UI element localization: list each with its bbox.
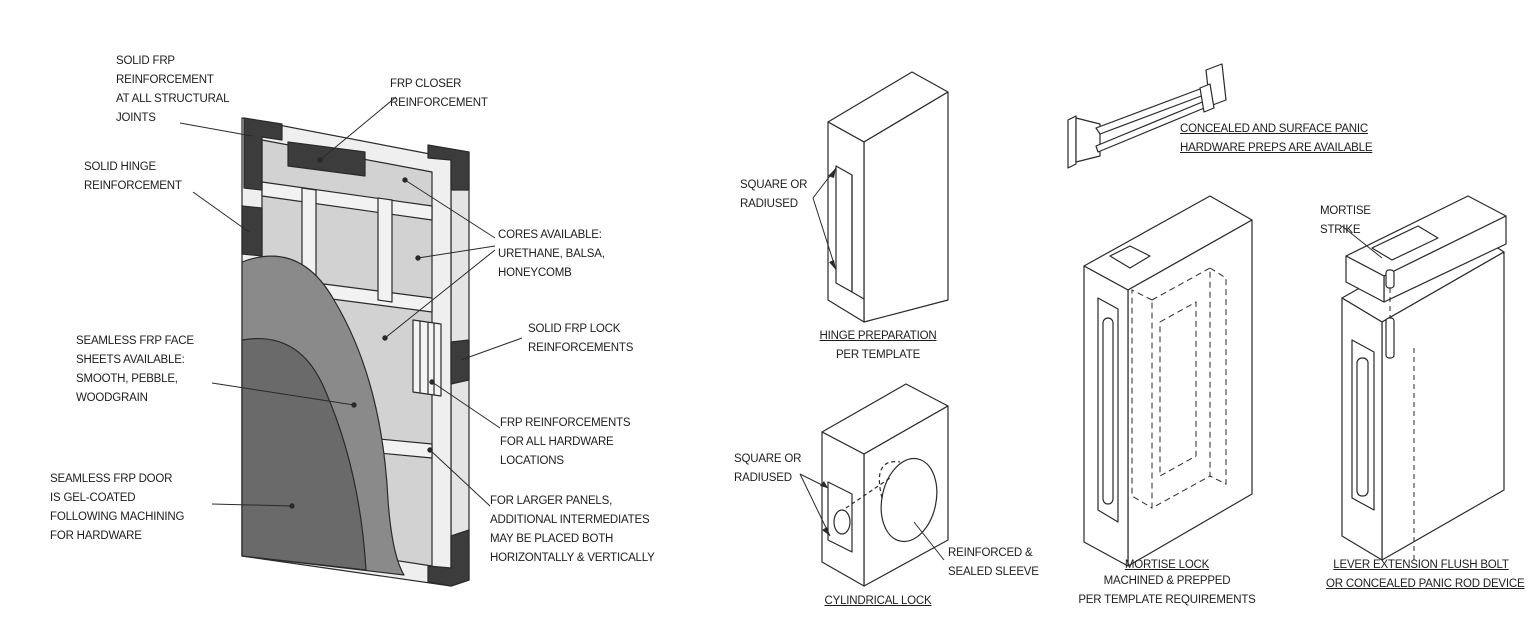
door-cutaway xyxy=(241,117,470,587)
mortise-hidden-cavity xyxy=(1131,267,1227,509)
label-hinge-reinforcement: SOLID HINGE REINFORCEMENT xyxy=(84,161,182,192)
label-face-sheets: SEAMLESS FRP FACE SHEETS AVAILABLE: SMOO… xyxy=(76,335,194,404)
left-leader-lines xyxy=(179,96,523,509)
flush-bolt-block xyxy=(1341,195,1507,561)
label-cylindrical-square: SQUARE OR RADIUSED xyxy=(734,453,802,484)
label-structural-joints: SOLID FRP REINFORCEMENT AT ALL STRUCTURA… xyxy=(116,55,230,124)
label-closer-reinforcement: FRP CLOSER REINFORCEMENT xyxy=(390,78,488,109)
caption-hinge-preparation: HINGE PREPARATION xyxy=(819,330,937,342)
caption-per-template: PER TEMPLATE xyxy=(835,349,921,361)
label-reinforced-sleeve: REINFORCED & SEALED SLEEVE xyxy=(948,547,1039,578)
corner-block-bottom-right xyxy=(427,529,470,587)
hinge-reinforcement xyxy=(241,205,263,257)
stile-right xyxy=(377,197,393,303)
flush-bolt-hidden-rod xyxy=(1389,288,1415,560)
mortise-lock-block xyxy=(1083,195,1253,567)
label-lock-reinforcements: SOLID FRP LOCK REINFORCEMENTS xyxy=(528,323,634,354)
label-cores-available: CORES AVAILABLE: URETHANE, BALSA, HONEYC… xyxy=(498,229,605,279)
label-gel-coated-door: SEAMLESS FRP DOOR IS GEL-COATED FOLLOWIN… xyxy=(50,473,185,542)
corner-block-top-left xyxy=(243,117,283,191)
face-sheet-inner xyxy=(241,338,367,571)
lock-reinforcement-edge xyxy=(450,339,470,385)
label-mortise-strike: MORTISE STRIKE xyxy=(1320,205,1371,236)
caption-panic-hardware: CONCEALED AND SURFACE PANIC HARDWARE PRE… xyxy=(1180,123,1373,154)
label-hinge-square: SQUARE OR RADIUSED xyxy=(740,179,808,210)
panic-bar-hardware xyxy=(1067,63,1227,169)
strike-leader xyxy=(1341,225,1383,259)
closer-reinforcement xyxy=(287,141,366,177)
caption-mortise-lock: MORTISE LOCK xyxy=(1124,559,1210,571)
hinge-prep-block xyxy=(827,71,949,323)
label-hardware-reinforcements: FRP REINFORCEMENTS FOR ALL HARDWARE LOCA… xyxy=(500,417,631,467)
corner-block-top-right xyxy=(427,144,470,191)
cylindrical-lock-block xyxy=(821,383,949,587)
label-larger-panels: FOR LARGER PANELS, ADDITIONAL INTERMEDIA… xyxy=(490,495,655,564)
caption-flush-bolt: LEVER EXTENSION FLUSH BOLT OR CONCEALED … xyxy=(1326,559,1525,590)
caption-cylindrical-lock: CYLINDRICAL LOCK xyxy=(824,595,932,607)
caption-mortise-machined: MACHINED & PREPPED PER TEMPLATE REQUIREM… xyxy=(1078,575,1256,606)
lock-block xyxy=(412,319,442,397)
